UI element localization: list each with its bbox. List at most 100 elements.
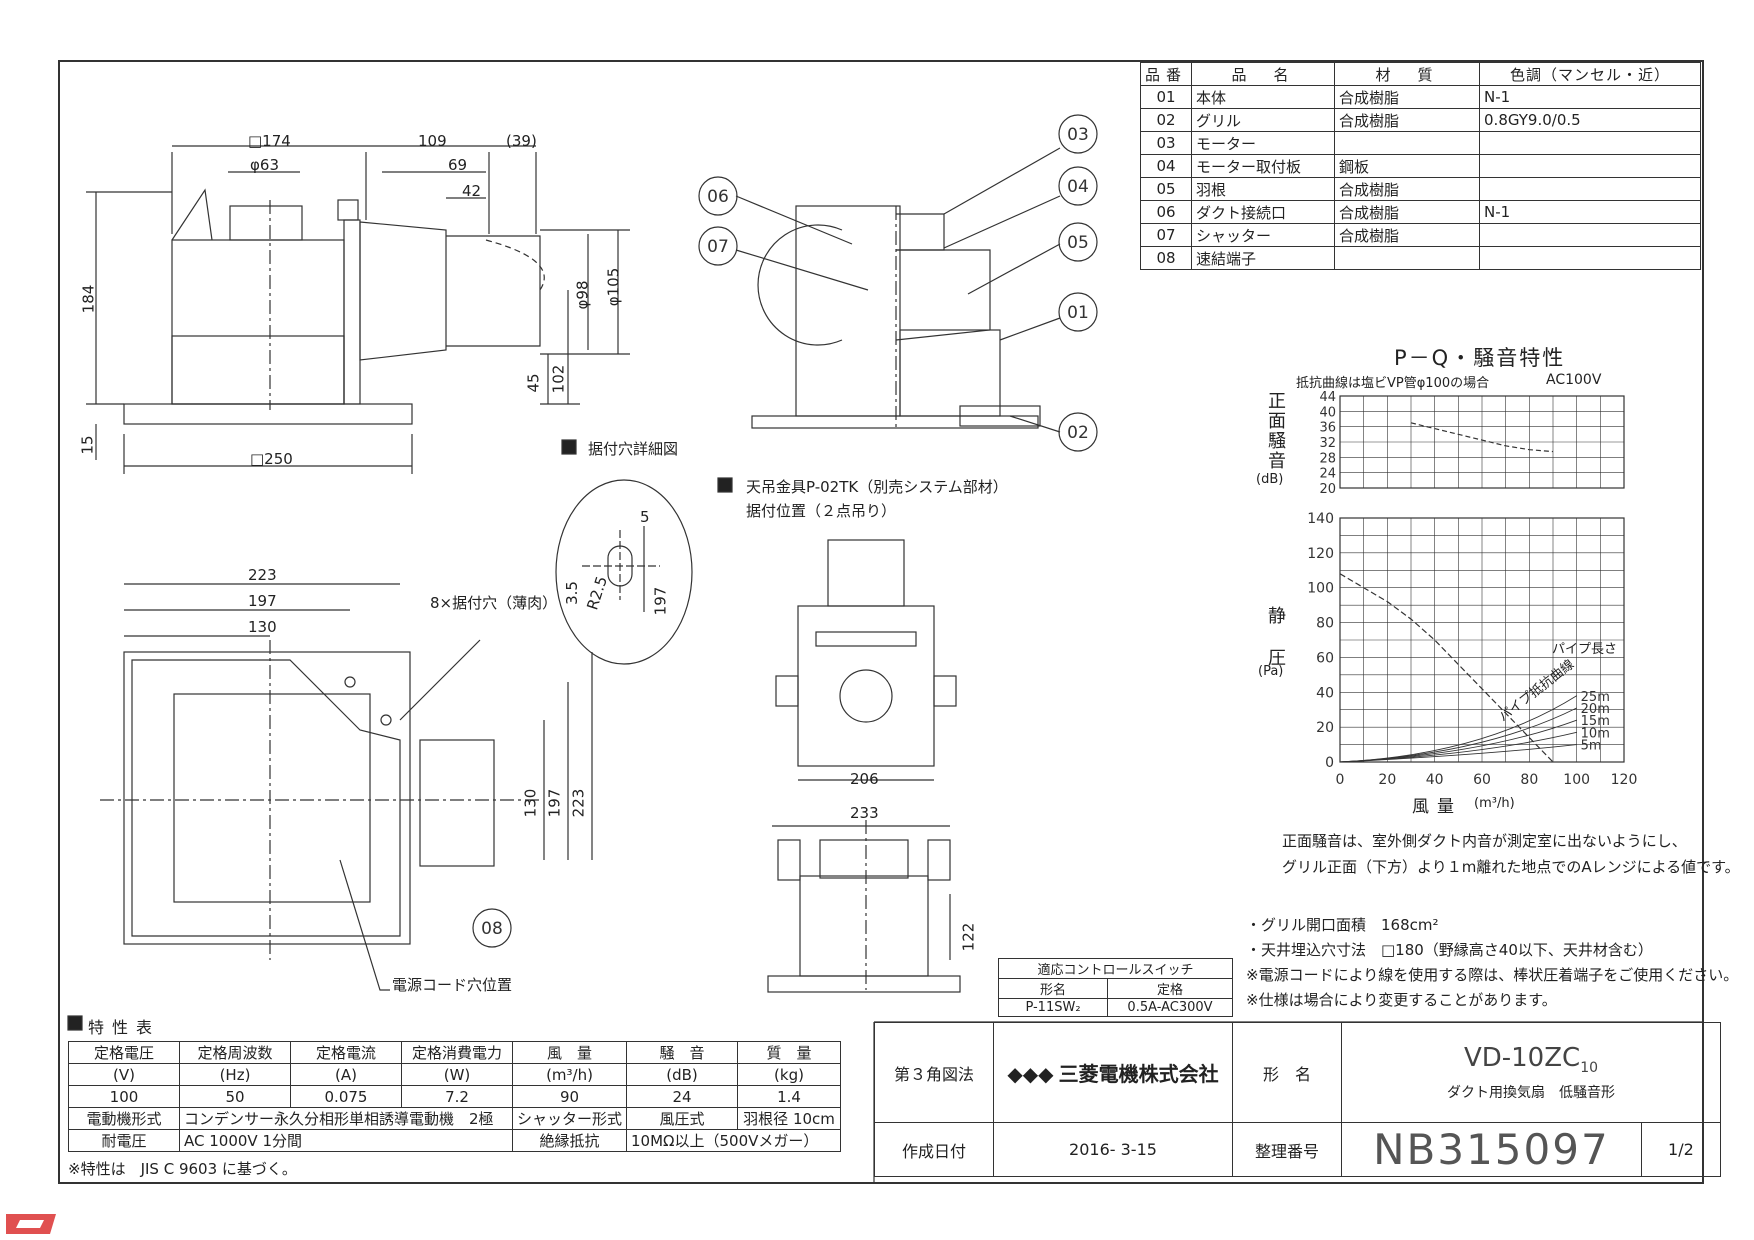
number-label: 整理番号 bbox=[1232, 1122, 1342, 1177]
callout-label: 06 bbox=[707, 187, 729, 207]
pipe-length: 25m bbox=[1581, 690, 1610, 705]
dim-174: □174 bbox=[248, 132, 291, 150]
spec-motor-value: コンデンサー永久分相形単相誘導電動機 2極 bbox=[179, 1107, 513, 1130]
spec-cell: 定格電流 bbox=[290, 1041, 402, 1064]
dim-233: 233 bbox=[850, 804, 879, 822]
callout-08: 08 bbox=[472, 908, 512, 948]
spec-cell: 0.075 bbox=[290, 1085, 402, 1108]
drawing-sheet bbox=[58, 60, 1704, 1184]
spec-cell: 1.4 bbox=[737, 1085, 842, 1108]
callout-label: 08 bbox=[481, 919, 503, 939]
switch-model: P-11SW₂ bbox=[998, 998, 1108, 1017]
spec-ins-label: 絶縁抵抗 bbox=[511, 1129, 628, 1152]
dim-39: (39) bbox=[506, 132, 537, 150]
parts-cell: 鋼板 bbox=[1334, 154, 1481, 178]
mount-hole-detail bbox=[555, 479, 693, 665]
chart-title: P－Q・騒音特性 bbox=[1394, 346, 1566, 370]
model-sub: 10 bbox=[1580, 1060, 1599, 1077]
title-block: 第３角図法 ◆◆◆ 三菱電機株式会社 形 名 VD-10ZC10 ダクト用換気扇… bbox=[874, 1022, 1722, 1177]
spec-ins-value: 10MΩ以上（500Vメガー） bbox=[626, 1129, 842, 1152]
note-line: ※電源コードにより線を使用する際は、棒状圧着端子をご使用ください。 bbox=[1246, 966, 1739, 984]
callout-label: 01 bbox=[1067, 303, 1089, 323]
parts-cell bbox=[1479, 177, 1702, 201]
switch-h1: 形名 bbox=[998, 978, 1108, 999]
spec-cell: 定格消費電力 bbox=[401, 1041, 513, 1064]
dim-206: 206 bbox=[850, 770, 879, 788]
dim-197: 197 bbox=[248, 592, 277, 610]
noise-ytick: 40 bbox=[1319, 405, 1336, 420]
spec-cell: (m³/h) bbox=[511, 1063, 628, 1086]
parts-cell: 08 bbox=[1139, 246, 1193, 270]
chart-note-line: 正面騒音は、室外側ダクト内音が測定室に出ないようにし、 bbox=[1282, 832, 1687, 850]
parts-cell: 合成樹脂 bbox=[1334, 108, 1481, 132]
callout-label: 07 bbox=[707, 237, 729, 257]
pq-ytick: 20 bbox=[1316, 720, 1334, 736]
parts-cell: シャッター bbox=[1191, 223, 1336, 247]
noise-ytick: 24 bbox=[1319, 467, 1336, 482]
spec-volt-value: AC 1000V 1分間 bbox=[179, 1129, 513, 1152]
page-number: 1/2 bbox=[1640, 1122, 1722, 1177]
pq-xtick: 60 bbox=[1473, 772, 1491, 788]
spec-cell: (kg) bbox=[737, 1063, 842, 1086]
dim-42: 42 bbox=[462, 182, 482, 200]
pq-ytick: 60 bbox=[1316, 650, 1334, 666]
dim-250: □250 bbox=[250, 450, 293, 468]
hanger-view bbox=[767, 539, 961, 993]
spec-cell: 質 量 bbox=[737, 1041, 842, 1064]
pipe-length: 15m bbox=[1581, 714, 1610, 729]
pq-xtick: 80 bbox=[1520, 772, 1538, 788]
spec-header-row: 定格電圧定格周波数定格電流定格消費電力風 量騒 音質 量 bbox=[68, 1041, 842, 1064]
chart-voltage: AC100V bbox=[1546, 372, 1602, 388]
company: ◆◆◆ 三菱電機株式会社 bbox=[993, 1022, 1233, 1123]
side-view bbox=[86, 145, 630, 474]
spec-unit-row: (V)(Hz)(A)(W)(m³/h)(dB)(kg) bbox=[68, 1063, 842, 1086]
switch-title: 適応コントロールスイッチ bbox=[998, 958, 1233, 979]
parts-cell: 06 bbox=[1139, 200, 1193, 224]
pq-curve bbox=[1339, 573, 1554, 763]
spec-cell: (W) bbox=[401, 1063, 513, 1086]
spec-cell: 定格電圧 bbox=[68, 1041, 180, 1064]
dim-197-detail: 197 bbox=[651, 586, 670, 616]
spec-cell: 100 bbox=[68, 1085, 180, 1108]
note-line: ・グリル開口面積 168cm² bbox=[1246, 916, 1439, 934]
model-cell: VD-10ZC10 ダクト用換気扇 低騒音形 bbox=[1341, 1022, 1721, 1123]
spec-cell: 風 量 bbox=[511, 1041, 628, 1064]
pq-ylabel: 静圧 bbox=[1268, 606, 1286, 669]
pipe-length: 5m bbox=[1581, 739, 1602, 754]
pq-xlabel: 風量 bbox=[1412, 797, 1462, 817]
noise-ytick: 36 bbox=[1319, 421, 1336, 436]
pq-ytick: 140 bbox=[1307, 511, 1334, 527]
noise-yunit: (dB) bbox=[1256, 472, 1284, 487]
chart-note-line: グリル正面（下方）より１m離れた地点でのAレンジによる値です。 bbox=[1282, 858, 1740, 876]
pipe-length: 20m bbox=[1581, 702, 1610, 717]
pq-xtick: 0 bbox=[1336, 772, 1345, 788]
dim-3-5: 3.5 bbox=[562, 581, 581, 605]
mitsubishi-logo-icon: ◆◆◆ bbox=[1007, 1062, 1054, 1086]
dim-130: 130 bbox=[248, 618, 277, 636]
spec-shutter-value: 風圧式 bbox=[626, 1107, 739, 1130]
hanger-position-label: 据付位置（２点吊り） bbox=[746, 502, 897, 520]
dim-197v: 197 bbox=[545, 788, 564, 818]
callout-label: 03 bbox=[1067, 125, 1089, 145]
spec-cell: 50 bbox=[179, 1085, 291, 1108]
parts-cell: 02 bbox=[1139, 108, 1193, 132]
spec-motor-label: 電動機形式 bbox=[68, 1107, 180, 1130]
dim-45: 45 bbox=[524, 373, 543, 393]
dim-98: φ98 bbox=[573, 280, 592, 310]
callout-label: 02 bbox=[1067, 423, 1089, 443]
spec-cell: 定格周波数 bbox=[179, 1041, 291, 1064]
pq-xtick: 40 bbox=[1426, 772, 1444, 788]
spec-volt-label: 耐電圧 bbox=[68, 1129, 180, 1152]
spec-cell: 騒 音 bbox=[626, 1041, 739, 1064]
callout-label: 04 bbox=[1067, 177, 1089, 197]
pq-ytick: 40 bbox=[1316, 685, 1334, 701]
parts-cell: ダクト接続口 bbox=[1191, 200, 1336, 224]
parts-cell bbox=[1479, 246, 1702, 270]
spec-cell: (dB) bbox=[626, 1063, 739, 1086]
